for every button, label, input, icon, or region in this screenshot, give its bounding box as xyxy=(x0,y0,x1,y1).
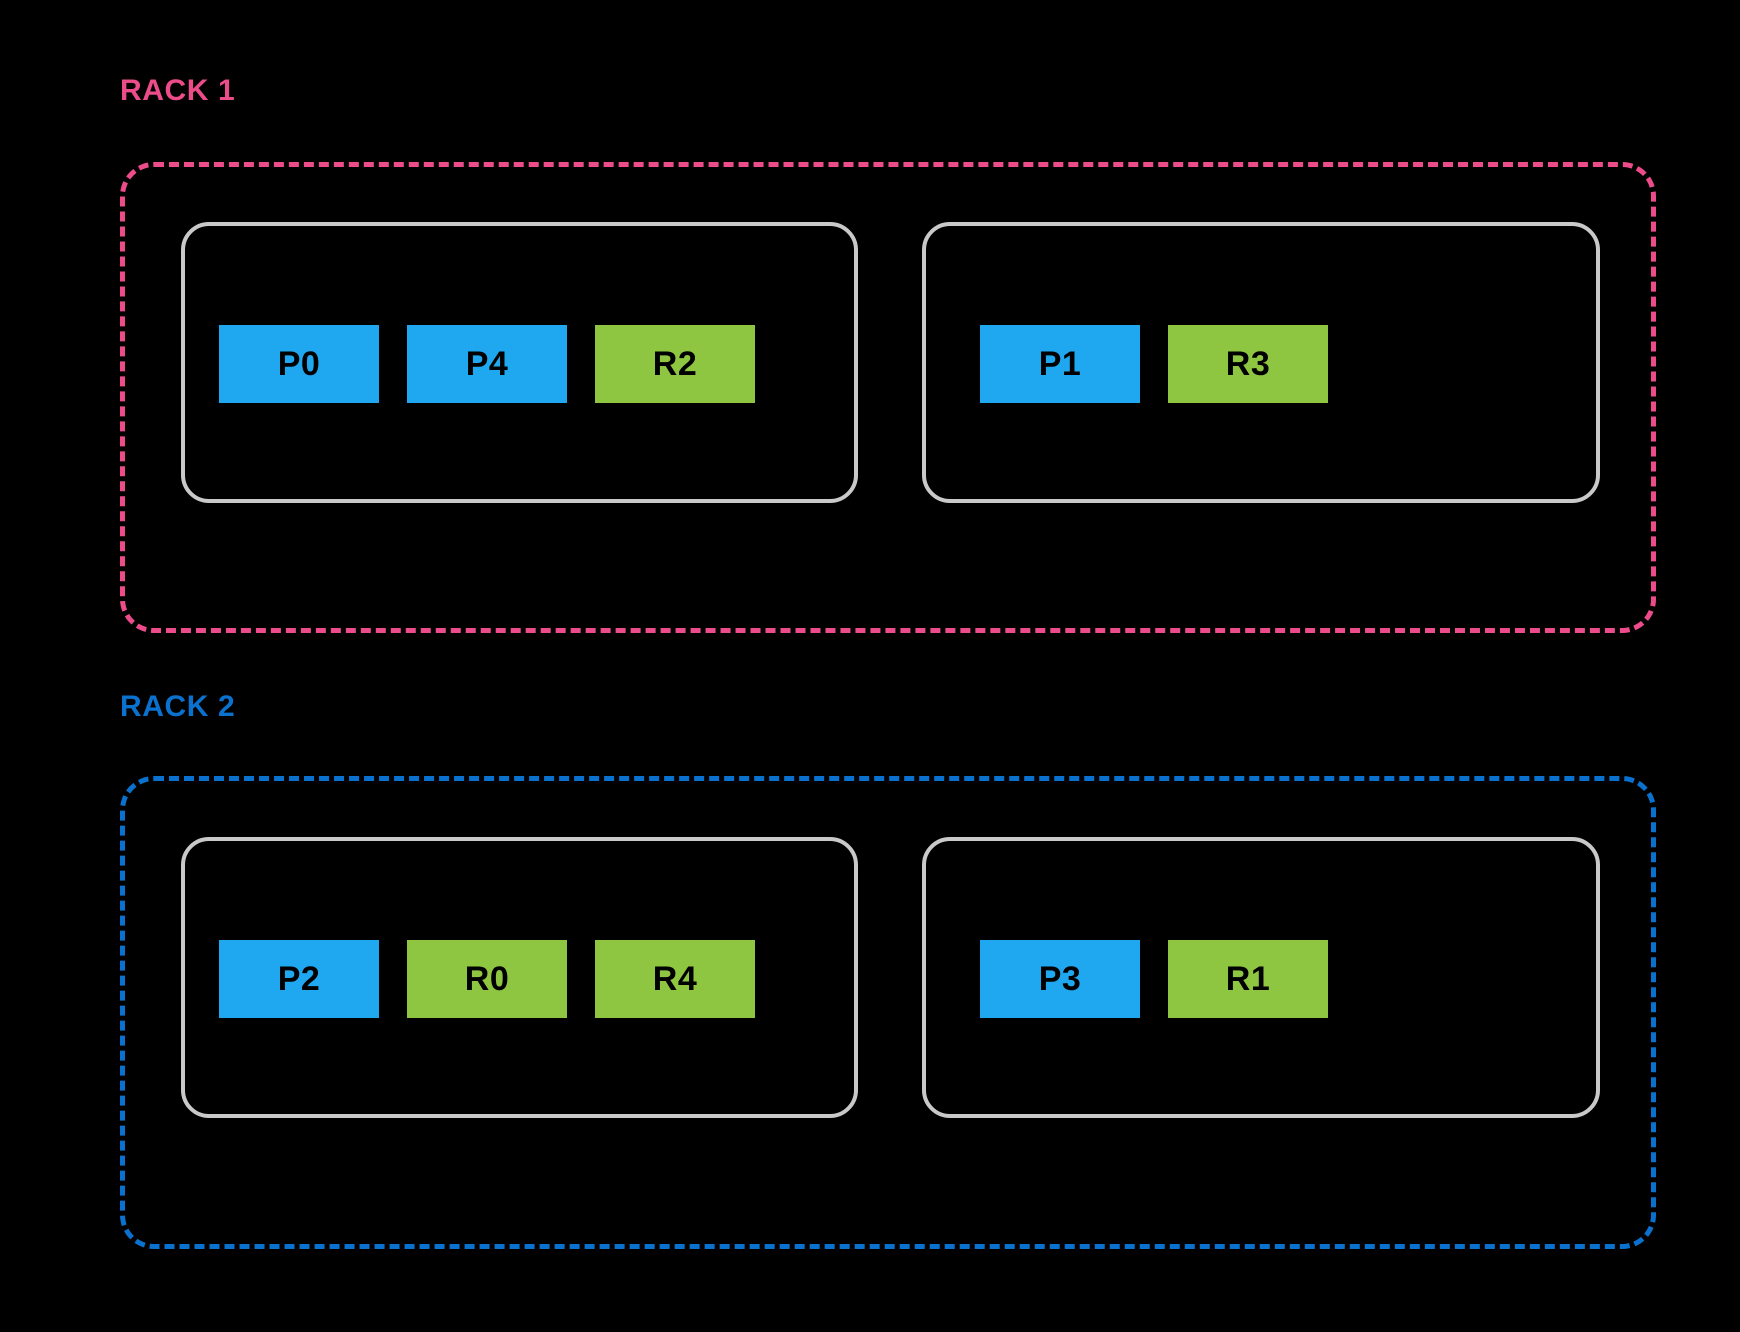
chip-label: R3 xyxy=(1225,344,1271,383)
chip-label: P4 xyxy=(465,344,509,383)
chip-r3[interactable]: R3 xyxy=(1168,325,1328,403)
chip-p2[interactable]: P2 xyxy=(219,940,379,1018)
rack-1-node-1 xyxy=(181,222,858,503)
chip-p1[interactable]: P1 xyxy=(980,325,1140,403)
rack-1-node-2-chips: P1 R3 xyxy=(980,325,1328,403)
chip-p3[interactable]: P3 xyxy=(980,940,1140,1018)
rack-1-node-1-chips: P0 P4 R2 xyxy=(219,325,755,403)
rack-2-node-1-chips: P2 R0 R4 xyxy=(219,940,755,1018)
chip-label: P3 xyxy=(1038,959,1082,998)
chip-p0[interactable]: P0 xyxy=(219,325,379,403)
chip-label: P0 xyxy=(277,344,321,383)
rack-2-node-2 xyxy=(922,837,1600,1118)
chip-label: P2 xyxy=(277,959,321,998)
chip-label: R0 xyxy=(464,959,510,998)
rack-1-boundary xyxy=(120,162,1656,633)
chip-r2[interactable]: R2 xyxy=(595,325,755,403)
chip-p4[interactable]: P4 xyxy=(407,325,567,403)
rack-2-node-2-chips: P3 R1 xyxy=(980,940,1328,1018)
chip-label: P1 xyxy=(1038,344,1082,383)
chip-r1[interactable]: R1 xyxy=(1168,940,1328,1018)
chip-label: R1 xyxy=(1225,959,1271,998)
chip-r0[interactable]: R0 xyxy=(407,940,567,1018)
rack-2-label: RACK 2 xyxy=(120,690,236,723)
rack-2-node-1 xyxy=(181,837,858,1118)
chip-label: R4 xyxy=(652,959,698,998)
rack-2-boundary xyxy=(120,776,1656,1249)
chip-label: R2 xyxy=(652,344,698,383)
rack-1-node-2 xyxy=(922,222,1600,503)
rack-1-label: RACK 1 xyxy=(120,74,236,107)
chip-r4[interactable]: R4 xyxy=(595,940,755,1018)
